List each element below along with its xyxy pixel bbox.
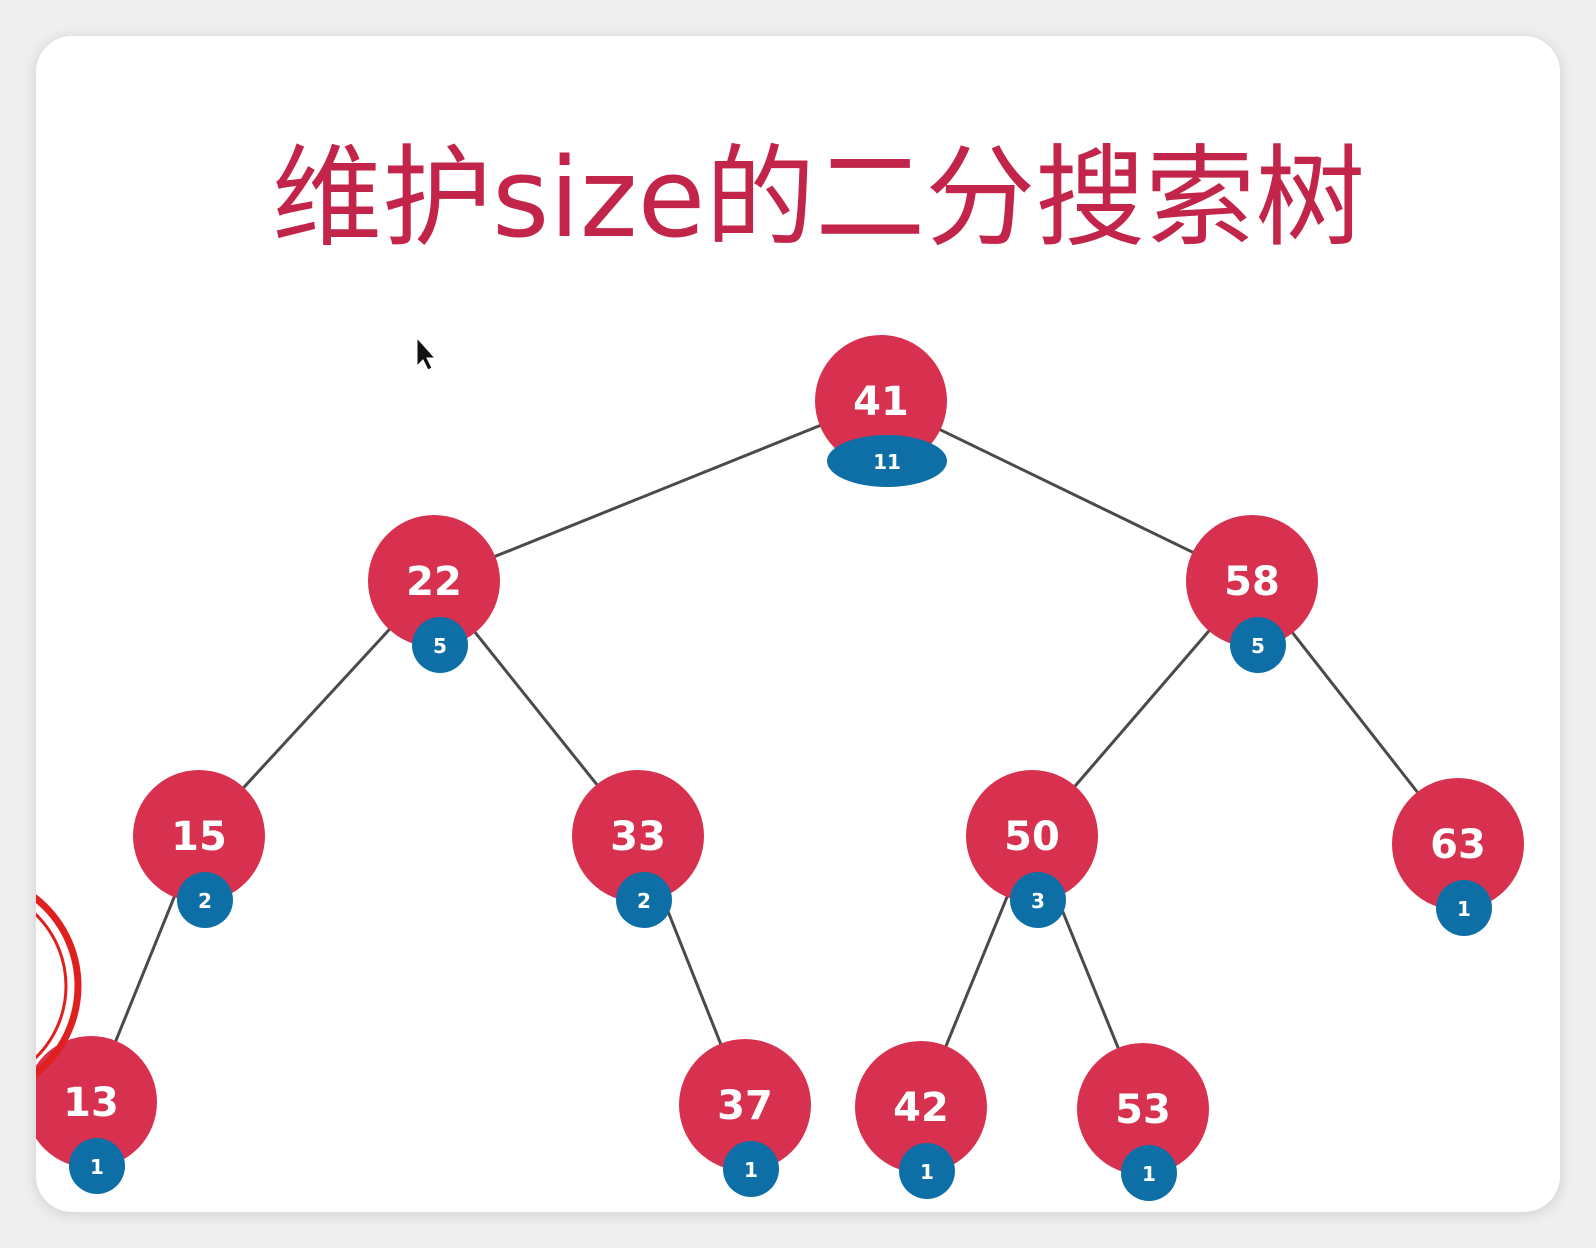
- node-circle: [966, 770, 1098, 902]
- node-circle: [815, 335, 947, 467]
- node-circle: [36, 1036, 157, 1168]
- mouse-cursor-icon: [416, 336, 437, 371]
- tree-edge-41-22: [433, 399, 882, 583]
- tree-node-15: 15 2: [133, 770, 265, 928]
- size-badge: [899, 1143, 955, 1199]
- node-key-label: 63: [1430, 822, 1486, 868]
- red-annotation-circle: [36, 894, 82, 1078]
- tree-node-41: 41 11: [815, 335, 947, 487]
- size-badge: [827, 435, 947, 487]
- node-key-label: 58: [1224, 559, 1280, 605]
- size-badge: [616, 872, 672, 928]
- node-key-label: 22: [406, 559, 462, 605]
- node-size-label: 1: [90, 1155, 104, 1179]
- node-key-label: 41: [853, 379, 909, 425]
- tree-node-58: 58 5: [1186, 515, 1318, 673]
- tree-nodes: 41 11 22 5 58 5 15 2 33 2 50 3 63 1 13 1 37 1 42 1 53 1: [36, 335, 1524, 1201]
- size-badge: [69, 1138, 125, 1194]
- node-size-label: 1: [920, 1160, 934, 1184]
- tree-edge-41-58: [880, 399, 1253, 583]
- node-circle: [1077, 1043, 1209, 1175]
- node-circle: [133, 770, 265, 902]
- size-badge: [1436, 880, 1492, 936]
- node-key-label: 37: [717, 1083, 773, 1129]
- node-circle: [1186, 515, 1318, 647]
- tree-node-13: 13 1: [36, 1036, 157, 1194]
- size-badge: [1121, 1145, 1177, 1201]
- node-circle: [1392, 778, 1524, 910]
- node-circle: [368, 515, 500, 647]
- tree-node-63: 63 1: [1392, 778, 1524, 936]
- tree-node-50: 50 3: [966, 770, 1098, 928]
- node-size-label: 11: [873, 450, 901, 474]
- tree-node-42: 42 1: [855, 1041, 987, 1199]
- tree-node-53: 53 1: [1077, 1043, 1209, 1201]
- node-size-label: 5: [1251, 634, 1265, 658]
- size-badge: [1010, 872, 1066, 928]
- node-size-label: 1: [1457, 897, 1471, 921]
- node-key-label: 50: [1004, 814, 1060, 860]
- node-circle: [572, 770, 704, 902]
- node-key-label: 42: [893, 1085, 949, 1131]
- tree-node-33: 33 2: [572, 770, 704, 928]
- size-badge: [412, 617, 468, 673]
- tree-edges: [89, 399, 1460, 1110]
- node-size-label: 2: [198, 889, 212, 913]
- tree-node-22: 22 5: [368, 515, 500, 673]
- bst-diagram: 维护size的二分搜索树 411122558515233250363113137…: [36, 134, 1524, 1201]
- node-circle: [855, 1041, 987, 1173]
- node-size-label: 2: [637, 889, 651, 913]
- node-circle: [679, 1039, 811, 1171]
- node-key-label: 15: [171, 814, 227, 860]
- tree-node-37: 37 1: [679, 1039, 811, 1197]
- size-badge: [1230, 617, 1286, 673]
- node-key-label: 33: [610, 814, 666, 860]
- size-badge: [177, 872, 233, 928]
- node-size-label: 3: [1031, 889, 1045, 913]
- node-size-label: 5: [433, 634, 447, 658]
- node-size-label: 1: [744, 1158, 758, 1182]
- size-badge: [723, 1141, 779, 1197]
- node-size-label: 1: [1142, 1162, 1156, 1186]
- node-key-label: 53: [1115, 1087, 1171, 1133]
- slide-title: 维护size的二分搜索树: [272, 134, 1365, 262]
- node-key-label: 13: [63, 1080, 119, 1126]
